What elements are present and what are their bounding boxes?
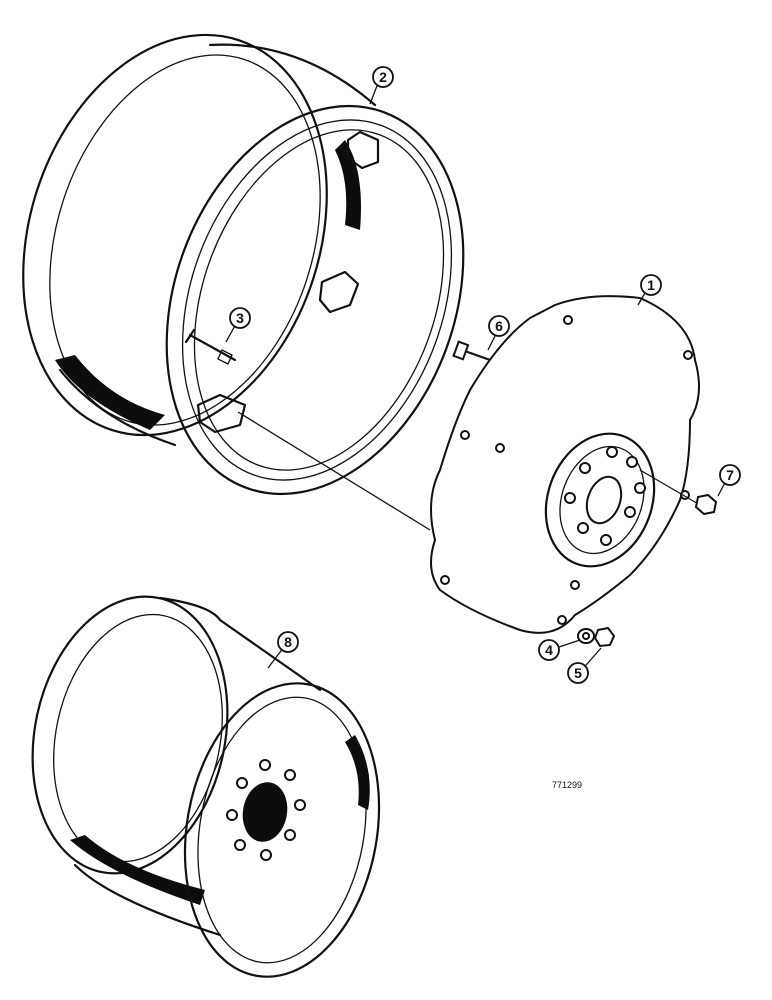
disc-wheel-body-bottom xyxy=(73,863,222,937)
assembly-line xyxy=(237,411,431,531)
disc-stud-hole xyxy=(236,777,248,789)
callout-circle xyxy=(488,315,510,337)
callout-label: 1 xyxy=(647,277,655,293)
rim-back-flange-inner xyxy=(49,54,321,426)
plate-hole xyxy=(563,315,573,325)
nut-body xyxy=(593,626,616,648)
callout-2: 2 xyxy=(372,66,394,88)
hub-stud-hole xyxy=(634,482,646,494)
plate-hole xyxy=(683,350,693,360)
hub-stud-hole xyxy=(579,462,591,474)
callout-3: 3 xyxy=(229,307,251,329)
callout-label: 4 xyxy=(545,642,553,658)
rim-body-bottom xyxy=(58,368,177,447)
callout-circle xyxy=(277,631,299,653)
hub-stud-hole xyxy=(626,456,638,468)
callout-circle xyxy=(567,662,589,684)
disc-stud-hole xyxy=(284,829,296,841)
rim-bolt-shank xyxy=(188,333,237,362)
callout-label: 7 xyxy=(726,467,734,483)
disc-stud-hole xyxy=(259,759,271,771)
callout-circle xyxy=(719,464,741,486)
disc-stud-hole xyxy=(234,839,246,851)
callout-label: 8 xyxy=(284,634,292,650)
plate-bolt-head xyxy=(452,340,470,361)
rim-back-flange xyxy=(22,33,328,437)
callout-label: 6 xyxy=(495,318,503,334)
callout-8: 8 xyxy=(277,631,299,653)
disc-wheel-front-flange xyxy=(183,682,381,978)
disc-center-bore xyxy=(242,782,288,842)
plate-hole xyxy=(440,575,450,585)
disc-wheel-front-flange-inner xyxy=(197,696,367,964)
rim-bolt-head xyxy=(184,328,196,344)
callout-7: 7 xyxy=(719,464,741,486)
rim-front-flange-bead xyxy=(193,129,445,471)
plate-hole xyxy=(495,443,505,453)
nut xyxy=(593,626,616,648)
callout-circle xyxy=(229,307,251,329)
reference-number: 771299 xyxy=(552,780,582,790)
callout-circle xyxy=(372,66,394,88)
hub-stud-hole xyxy=(577,522,589,534)
rim-lug-bottom xyxy=(196,393,247,434)
hub-center-bore xyxy=(585,475,623,525)
plate-hole xyxy=(570,580,580,590)
rim-body-top xyxy=(208,43,377,107)
plate-hole xyxy=(460,430,470,440)
rim-front-flange xyxy=(165,104,465,496)
washer xyxy=(577,628,595,644)
callout-6: 6 xyxy=(488,315,510,337)
wheel-nut xyxy=(639,469,718,516)
disc-wheel-shade xyxy=(70,835,205,905)
disc-wheel-shade-inner xyxy=(345,735,370,810)
plate-hole xyxy=(557,615,567,625)
disc-stud-hole xyxy=(284,769,296,781)
callout-label: 3 xyxy=(236,310,244,326)
rim-bolt xyxy=(184,328,237,365)
center-plate-outline xyxy=(430,295,700,634)
disc-wheel-back-flange-inner xyxy=(53,613,223,863)
rim-front-flange-inner xyxy=(181,119,453,481)
hub-flange xyxy=(544,432,656,568)
hub-stud-hole xyxy=(624,506,636,518)
callout-circle xyxy=(538,639,560,661)
disc-wheel-back-flange xyxy=(31,595,229,875)
rim xyxy=(22,33,465,496)
callout-1: 1 xyxy=(640,274,662,296)
washer-hole xyxy=(582,632,590,640)
callout-5: 5 xyxy=(567,662,589,684)
rim-bolt-thread xyxy=(217,349,233,365)
callout-label: 2 xyxy=(379,69,387,85)
disc-stud-hole xyxy=(294,799,306,811)
disc-stud-hole xyxy=(260,849,272,861)
callout-4: 4 xyxy=(538,639,560,661)
wheel-nut-body xyxy=(694,493,718,516)
callout-circle xyxy=(640,274,662,296)
center-plate xyxy=(430,295,700,634)
rim-lug-middle xyxy=(318,270,360,314)
hub-bolt-circle xyxy=(559,445,645,555)
rim-lug-top xyxy=(346,130,380,170)
rim-shade-lower xyxy=(55,355,165,430)
wheel-nut-leader xyxy=(639,469,701,506)
disc-wheel xyxy=(31,595,381,978)
hub-stud-hole xyxy=(606,446,618,458)
hub-stud-hole xyxy=(600,534,612,546)
disc-stud-hole xyxy=(226,809,238,821)
hub-stud-hole xyxy=(564,492,576,504)
disc-wheel-body-top xyxy=(158,596,322,692)
callout-label: 5 xyxy=(574,665,582,681)
